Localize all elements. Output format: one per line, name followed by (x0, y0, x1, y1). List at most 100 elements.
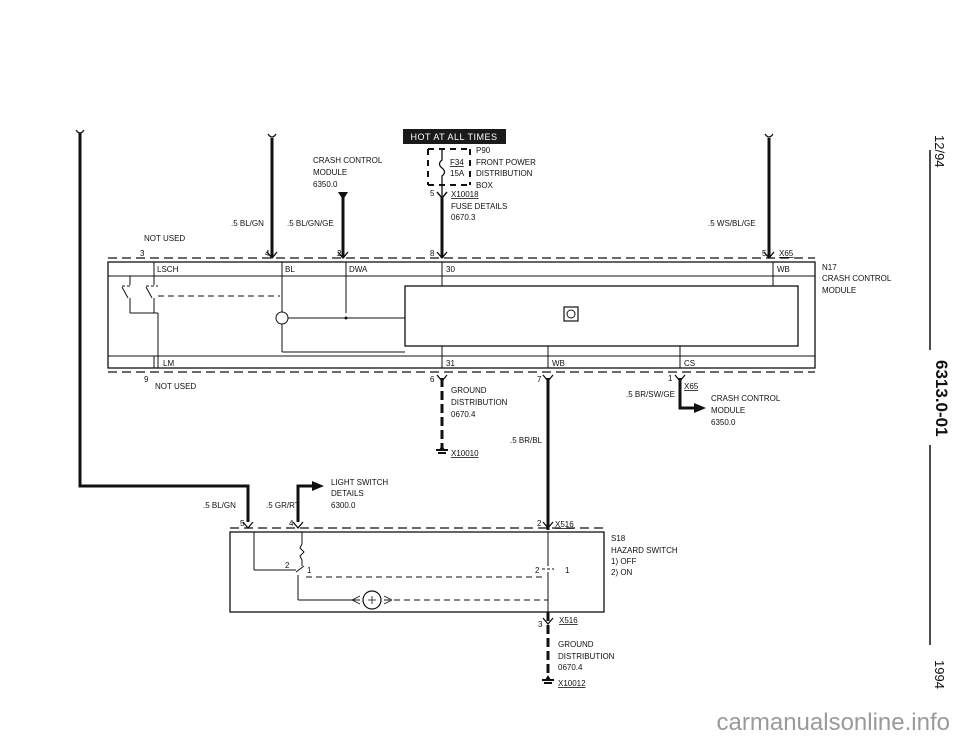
s18-pos-2: 2) ON (611, 568, 633, 577)
wire-label-5: .5 BR/BL (510, 436, 543, 445)
term-wb-top: WB (777, 265, 790, 274)
wire-label-3: .5 WS/BL/GE (708, 219, 756, 228)
hot-at-all-times-banner (403, 129, 506, 144)
ground2-symbol-icon (542, 675, 554, 684)
s18-pin-2: 2 (537, 519, 542, 528)
junction-dot (344, 316, 348, 320)
wire-break-icon-2 (267, 133, 277, 138)
s18-pin5-arrow-icon (242, 521, 254, 530)
term-cs: CS (684, 359, 695, 368)
light-switch-pointer-icon (312, 481, 324, 491)
n17-pin-7: 7 (537, 375, 542, 384)
p90-desc-1: FRONT POWER (476, 158, 536, 167)
right-ccm-2: MODULE (711, 406, 745, 415)
fuse-rating: 15A (450, 169, 465, 178)
pin8-arrow-icon (436, 251, 448, 260)
right-ccm-1: CRASH CONTROL (711, 394, 781, 403)
wire-label-4: .5 BR/SW/GE (626, 390, 675, 399)
right-ccm-3: 6350.0 (711, 418, 736, 427)
s18-pin4-arrow-icon (292, 521, 304, 530)
fuse-pin-5: 5 (430, 189, 435, 198)
n17-name-1: CRASH CONTROL (822, 274, 892, 283)
n17-internal-switches (121, 276, 774, 368)
n17-pin-6: 6 (430, 375, 435, 384)
x516-top: X516 (555, 520, 574, 529)
wire-left-loop (78, 133, 250, 522)
ground1-3: 0670.4 (451, 410, 476, 419)
ground2-1: GROUND (558, 640, 594, 649)
ground2-conn: X10012 (558, 679, 586, 688)
n17-electronics-box (404, 285, 799, 347)
light-1: LIGHT SWITCH (331, 478, 388, 487)
wire-pin1-ccm (678, 378, 696, 410)
not-used-top: NOT USED (144, 234, 185, 243)
ccm-ref-3: 6350.0 (313, 180, 338, 189)
s18-id: S18 (611, 534, 626, 543)
light-2: DETAILS (331, 489, 364, 498)
term-dwa: DWA (349, 265, 368, 274)
watermark: carmanualsonline.info (717, 709, 950, 736)
s18-pin-4: 4 (289, 519, 294, 528)
side-code: 6313.0-01 (932, 360, 951, 437)
wire-break-icon-3 (764, 133, 774, 138)
not-used-bot: NOT USED (155, 382, 196, 391)
transistor-icon (275, 311, 289, 325)
s18-pin3-arrow-icon (542, 617, 554, 626)
term-lm: LM (163, 359, 174, 368)
ground1-conn: X10010 (451, 449, 479, 458)
ccm-pointer-arrow-icon (694, 403, 706, 413)
n17-pin-1: 1 (668, 374, 673, 383)
ground1-2: DISTRIBUTION (451, 398, 508, 407)
s18-pin-3: 3 (538, 620, 543, 629)
s18-pin2-arrow-icon (542, 521, 554, 530)
s18-sw-b1: 1 (565, 566, 570, 575)
pin4-arrow-icon (266, 251, 278, 260)
electronic-module-icon-inner (566, 309, 576, 319)
ground2-2: DISTRIBUTION (558, 652, 615, 661)
p90-fuse-box (427, 148, 471, 186)
fuse-id: F34 (450, 158, 464, 167)
fuse-conn-arrow-icon (436, 191, 448, 200)
fuse-details-2: 0670.3 (451, 213, 476, 222)
hazard-flasher-icon (351, 590, 393, 610)
x516-bot: X516 (559, 616, 578, 625)
s18-sw-a2: 2 (285, 561, 290, 570)
s18-switch-box (229, 531, 605, 613)
n17-pin-9: 9 (144, 375, 149, 384)
wire-label-6: .5 BL/GN (203, 501, 236, 510)
n17-id: N17 (822, 263, 837, 272)
term-30: 30 (446, 265, 455, 274)
term-lsch: LSCH (157, 265, 179, 274)
s18-pos-1: 1) OFF (611, 557, 636, 566)
wire-label-1: .5 BL/GN (231, 219, 264, 228)
s18-sw-a1: 1 (307, 566, 312, 575)
term-bl: BL (285, 265, 295, 274)
ground1-1: GROUND (451, 386, 487, 395)
term-wb-bot: WB (552, 359, 565, 368)
side-date: 12/94 (932, 135, 947, 168)
electronic-module-icon (563, 306, 579, 322)
side-year: 1994 (932, 660, 947, 689)
ground1-symbol-icon (436, 445, 448, 454)
x65-top: X65 (779, 249, 794, 258)
light-3: 6300.0 (331, 501, 356, 510)
ground2-3: 0670.4 (558, 663, 583, 672)
ccm-ref-2: MODULE (313, 168, 347, 177)
term-31: 31 (446, 359, 455, 368)
p90-id: P90 (476, 146, 491, 155)
banner-text: HOT AT ALL TIMES (410, 132, 497, 142)
n17-pin-3: 3 (140, 249, 145, 258)
ccm-ref-arrow-icon (338, 192, 348, 200)
p90-desc-2: DISTRIBUTION (476, 169, 533, 178)
n17-module-box (107, 261, 816, 369)
ccm-ref-1: CRASH CONTROL (313, 156, 383, 165)
s18-name: HAZARD SWITCH (611, 546, 678, 555)
fuse-details-1: FUSE DETAILS (451, 202, 507, 211)
s18-pin-5: 5 (240, 519, 245, 528)
fuse-f34-symbol (438, 149, 446, 200)
p90-desc-3: BOX (476, 181, 494, 190)
wire-light-switch (296, 484, 312, 522)
n17-pin-8: 8 (430, 249, 435, 258)
